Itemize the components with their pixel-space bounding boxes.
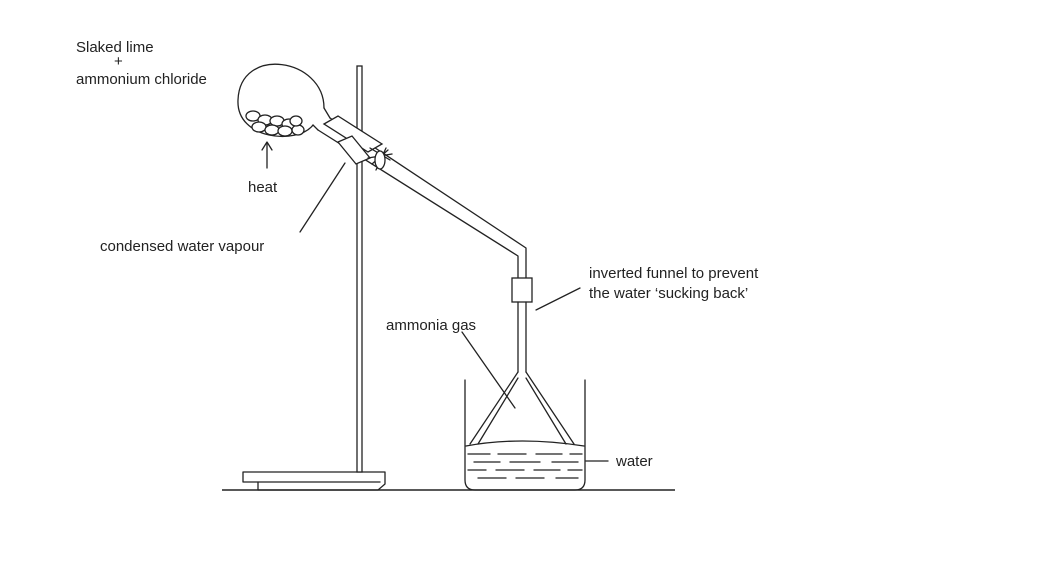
retort-stand-base xyxy=(242,471,386,491)
retort-stand-rod xyxy=(356,65,363,473)
funnel-label-leader xyxy=(535,287,581,311)
funnel-stem xyxy=(517,301,527,373)
delivery-tube xyxy=(317,117,527,279)
label-ammonia-gas: ammonia gas xyxy=(386,317,476,334)
label-plus: + xyxy=(114,53,123,70)
label-slaked-lime: Slaked lime xyxy=(76,39,154,56)
water-in-beaker xyxy=(465,440,585,479)
label-ammonium-chloride: ammonium chloride xyxy=(76,71,207,88)
label-water: water xyxy=(615,453,653,470)
ammonia-gas-leader xyxy=(461,331,516,409)
label-funnel-line1: inverted funnel to prevent xyxy=(589,265,759,282)
label-funnel-line2: the water ‘sucking back’ xyxy=(589,285,748,302)
beaker xyxy=(464,379,586,491)
heat-arrow-icon xyxy=(261,141,273,169)
stand-clamp xyxy=(322,115,393,171)
label-heat: heat xyxy=(248,179,278,196)
rubber-connector xyxy=(511,277,533,303)
inverted-funnel xyxy=(469,371,575,445)
solid-reactants xyxy=(245,110,305,137)
condensed-water-leader xyxy=(299,162,346,233)
label-condensed-water-vapour: condensed water vapour xyxy=(100,238,264,255)
